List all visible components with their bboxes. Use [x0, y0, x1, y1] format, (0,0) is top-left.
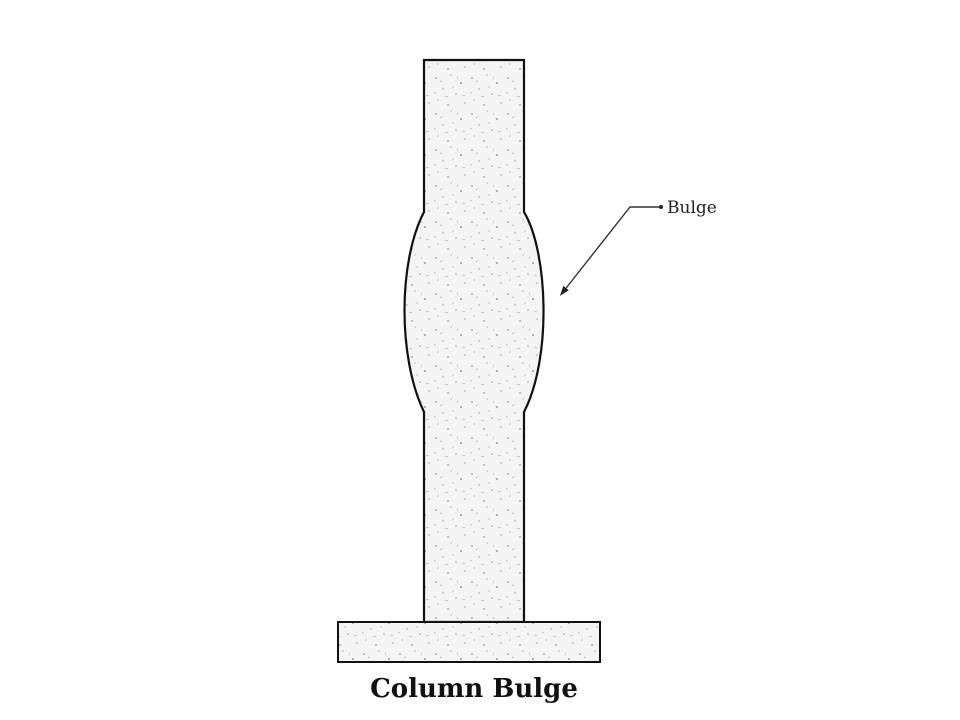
bulge-label: Bulge	[667, 198, 717, 218]
callout-dot	[659, 205, 663, 209]
footing	[337, 621, 601, 663]
callout-leader	[559, 206, 660, 296]
column-with-bulge	[403, 58, 545, 624]
diagram-title: Column Bulge	[370, 674, 578, 704]
